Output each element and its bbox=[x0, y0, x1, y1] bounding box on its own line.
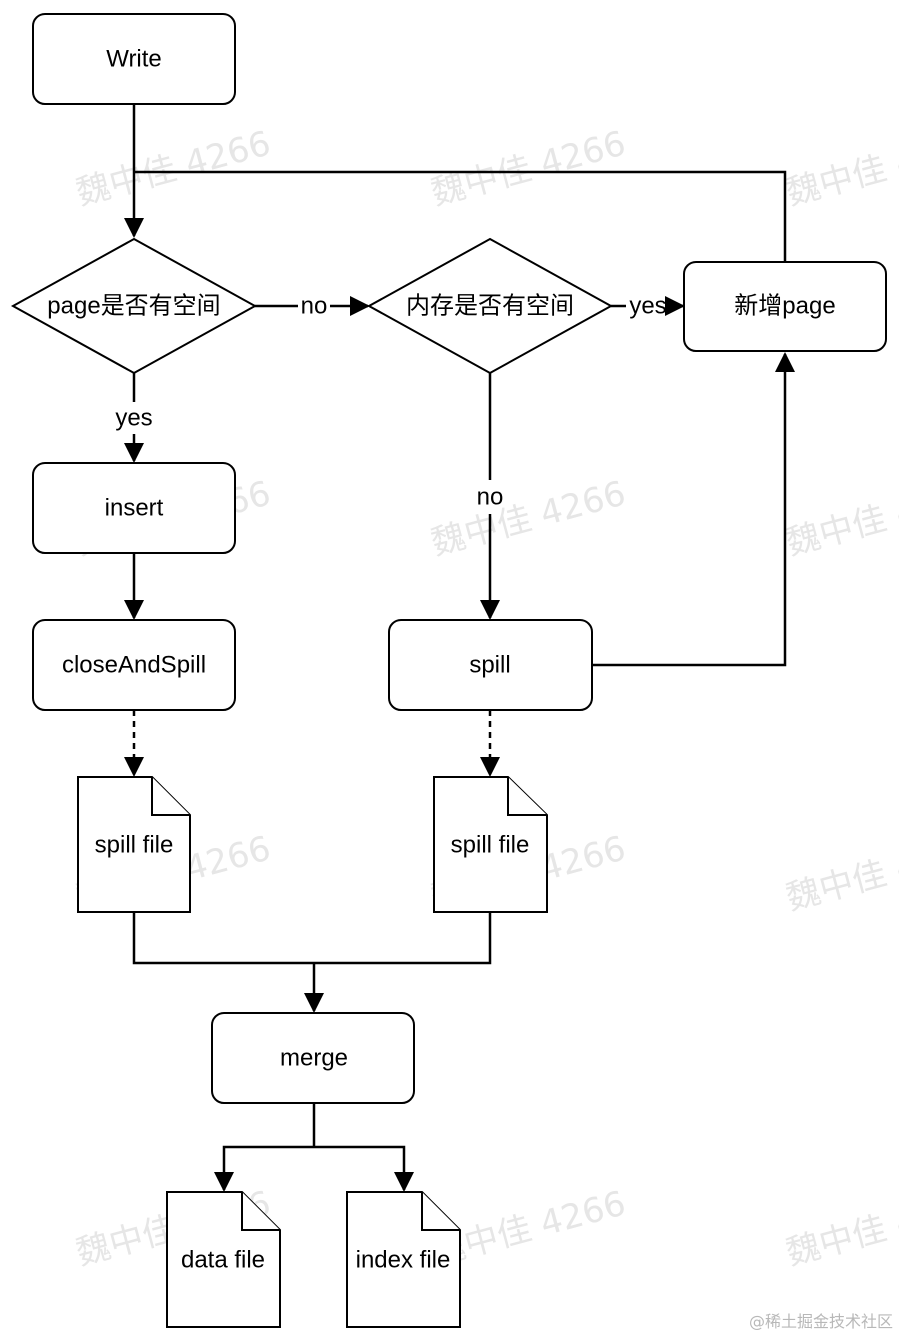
node-label-data-file: data file bbox=[181, 1247, 265, 1274]
nodes bbox=[10, 13, 887, 1328]
edge-label-mem-yes: yes bbox=[629, 293, 666, 320]
site-credit: @稀土掘金技术社区 bbox=[748, 1312, 893, 1331]
node-new-page bbox=[683, 261, 887, 352]
watermark: 魏中佳 4266 bbox=[782, 123, 899, 213]
edge-merge-to-outputs bbox=[214, 1145, 414, 1192]
watermark: 魏中佳 4266 bbox=[782, 828, 899, 918]
edge-label-page-no: no bbox=[301, 293, 328, 320]
node-write bbox=[32, 13, 236, 105]
node-label-merge: merge bbox=[280, 1045, 348, 1072]
node-label-index-file: index file bbox=[356, 1247, 451, 1274]
node-label-new-page: 新增page bbox=[734, 293, 835, 320]
node-label-mem-check: 内存是否有空间 bbox=[406, 293, 574, 320]
node-insert bbox=[32, 462, 236, 554]
node-label-page-check: page是否有空间 bbox=[47, 293, 220, 320]
node-label-write: Write bbox=[106, 46, 162, 73]
node-label-spill-file-left: spill file bbox=[95, 832, 174, 859]
watermark: 魏中佳 4266 bbox=[782, 1183, 899, 1273]
node-label-spill: spill bbox=[469, 652, 510, 679]
node-mem-check bbox=[366, 237, 614, 375]
edge-label-page-yes: yes bbox=[115, 405, 152, 432]
watermark: 魏中佳 4266 bbox=[427, 123, 630, 213]
node-spill bbox=[388, 619, 593, 711]
edge-files-join bbox=[132, 912, 492, 965]
node-page-check bbox=[10, 237, 258, 375]
watermark: 魏中佳 4266 bbox=[782, 473, 899, 563]
node-close-and-spill bbox=[32, 619, 236, 711]
doc-fold-left bbox=[151, 777, 190, 816]
watermark: 魏中佳 4266 bbox=[427, 473, 630, 563]
edge-new-page-loop bbox=[134, 170, 787, 262]
node-label-spill-file-right: spill file bbox=[451, 832, 530, 859]
edge-label-mem-no: no bbox=[477, 484, 504, 511]
doc-fold-index bbox=[421, 1192, 460, 1231]
edges bbox=[124, 104, 795, 1192]
edge-spill-to-new-page bbox=[592, 352, 795, 667]
node-label-insert: insert bbox=[105, 495, 164, 522]
node-merge bbox=[211, 1012, 415, 1104]
node-label-close-and-spill: closeAndSpill bbox=[62, 652, 206, 679]
doc-fold-right bbox=[507, 777, 547, 816]
doc-fold-data bbox=[241, 1192, 280, 1231]
watermark: 魏中佳 4266 bbox=[72, 123, 275, 213]
